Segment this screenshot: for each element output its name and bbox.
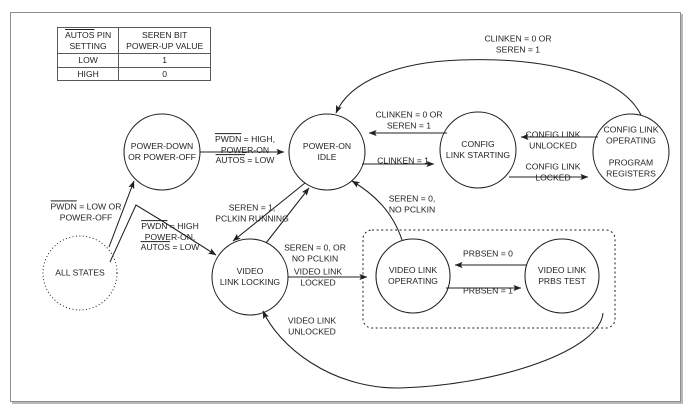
state-label-all-states: ALL STATES [55,267,105,278]
legend-cell-setting-high: HIGH [56,66,120,81]
video-link-group-box [362,229,616,329]
state-circle-video-link-operating [375,238,451,314]
legend-header-powerup-value-line: POWER-UP VALUE [126,40,204,51]
autos-pin-legend-table: AUTOS PIN SETTING SEREN BIT POWER-UP VAL… [56,27,212,81]
edge-videolocking-to-poweron [265,187,310,244]
state-circle-all-states [42,235,118,311]
legend-header-pin-word: PIN [94,30,112,40]
legend-cell-setting-low: LOW [56,53,120,68]
legend-cell-value-high: 0 [118,66,212,81]
legend-header-autos-pin-setting: AUTOS PIN SETTING [56,27,120,54]
legend-header-row: AUTOS PIN SETTING SEREN BIT POWER-UP VAL… [56,27,212,54]
edge-allstates-to-powerdown [108,180,135,248]
edge-configoperating-to-poweron [335,59,642,116]
edge-poweron-to-videolocking [232,182,306,242]
edge-allstates-to-videolocking [109,204,217,263]
edge-videogroup-to-videolocking [262,310,604,389]
state-circle-config-link-starting [439,111,517,189]
state-circle-config-link-operating [592,113,670,191]
edge-videooperating-to-poweron [351,180,403,241]
state-circle-power-on-idle [288,113,366,191]
legend-row-high: HIGH 0 [56,66,212,81]
legend-row-low: LOW 1 [56,53,212,68]
state-circle-video-link-prbs-test [524,238,600,314]
legend-header-autos-word: AUTOS [65,30,95,40]
legend-cell-value-low: 1 [118,53,212,68]
legend-header-seren-bit-value: SEREN BIT POWER-UP VALUE [118,27,212,54]
legend-header-seren-bit-line: SEREN BIT [142,30,188,40]
legend-header-setting-word: SETTING [69,40,107,51]
